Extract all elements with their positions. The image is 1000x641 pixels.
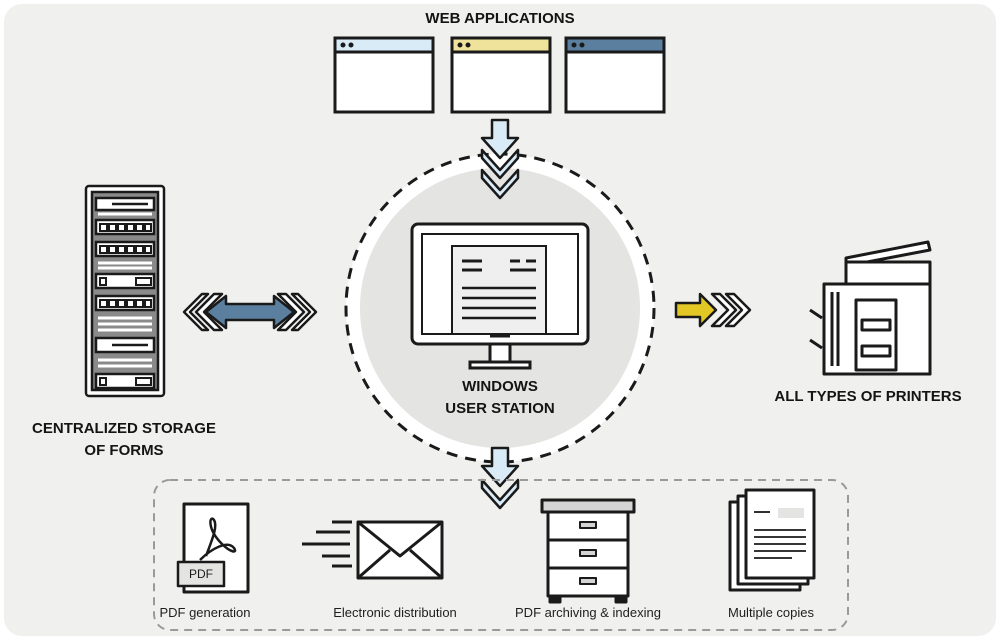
output-label-electronic-distribution: Electronic distribution [333,605,457,620]
storage-label-line2: OF FORMS [84,442,164,459]
arrow-web-to-station [480,118,520,200]
output-label-pdf-generation: PDF generation [159,605,251,620]
pdf-document-icon [176,502,250,594]
printers-label: ALL TYPES OF PRINTERS [774,388,962,405]
server-rack-icon [84,184,166,398]
outputs-box [153,479,849,631]
web-applications-label: WEB APPLICATIONS [425,10,575,27]
web-app-window-3 [564,36,666,114]
arrow-station-to-printers [674,292,752,328]
printer-icon [809,240,932,376]
web-app-window-1 [333,36,435,114]
web-app-window-2 [450,36,552,114]
arrow-station-to-outputs [480,446,520,510]
station-label-line1: WINDOWS [462,378,538,395]
arrow-storage-station [182,292,318,332]
pdf-badge-text: PDF [189,567,213,581]
station-label-line2: USER STATION [445,400,555,417]
output-label-pdf-archiving: PDF archiving & indexing [515,605,661,620]
storage-label-line1: CENTRALIZED STORAGE [32,420,216,437]
monitor-icon [410,222,590,370]
filing-cabinet-icon [540,498,636,604]
envelope-icon [302,520,444,580]
document-stack-icon [728,488,816,592]
output-label-multiple-copies: Multiple copies [728,605,814,620]
